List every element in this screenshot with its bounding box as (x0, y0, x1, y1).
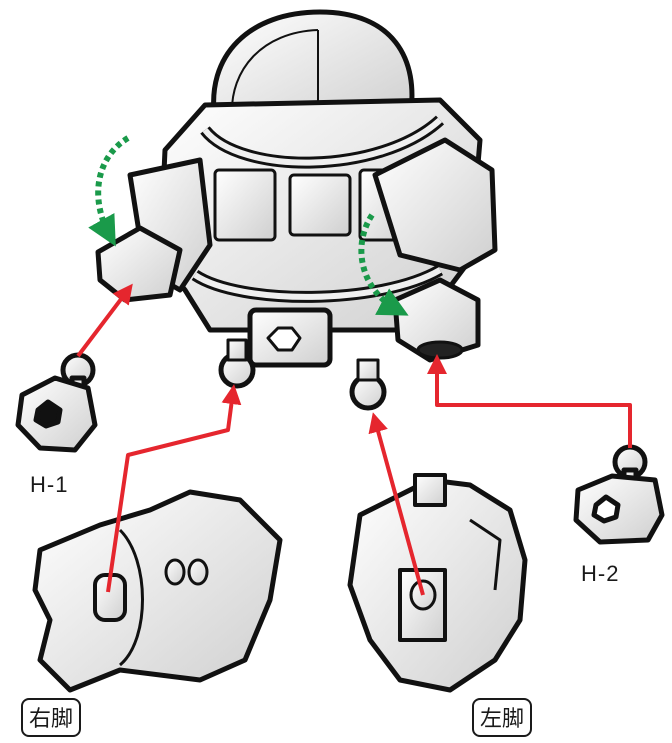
hand-h1-icon (18, 355, 95, 450)
assembly-arrow-h2 (437, 362, 630, 448)
label-right-leg: 右脚 (21, 698, 81, 737)
label-left-leg: 左脚 (472, 698, 532, 737)
label-h1: H-1 (30, 472, 68, 498)
left-leg-icon (350, 475, 525, 690)
robot-torso-icon (98, 12, 495, 408)
rotation-arrow-left (98, 138, 128, 236)
assembly-arrow-h1 (78, 290, 128, 356)
label-h2: H-2 (581, 561, 619, 587)
hand-h2-icon (576, 447, 662, 542)
right-leg-icon (35, 492, 280, 690)
